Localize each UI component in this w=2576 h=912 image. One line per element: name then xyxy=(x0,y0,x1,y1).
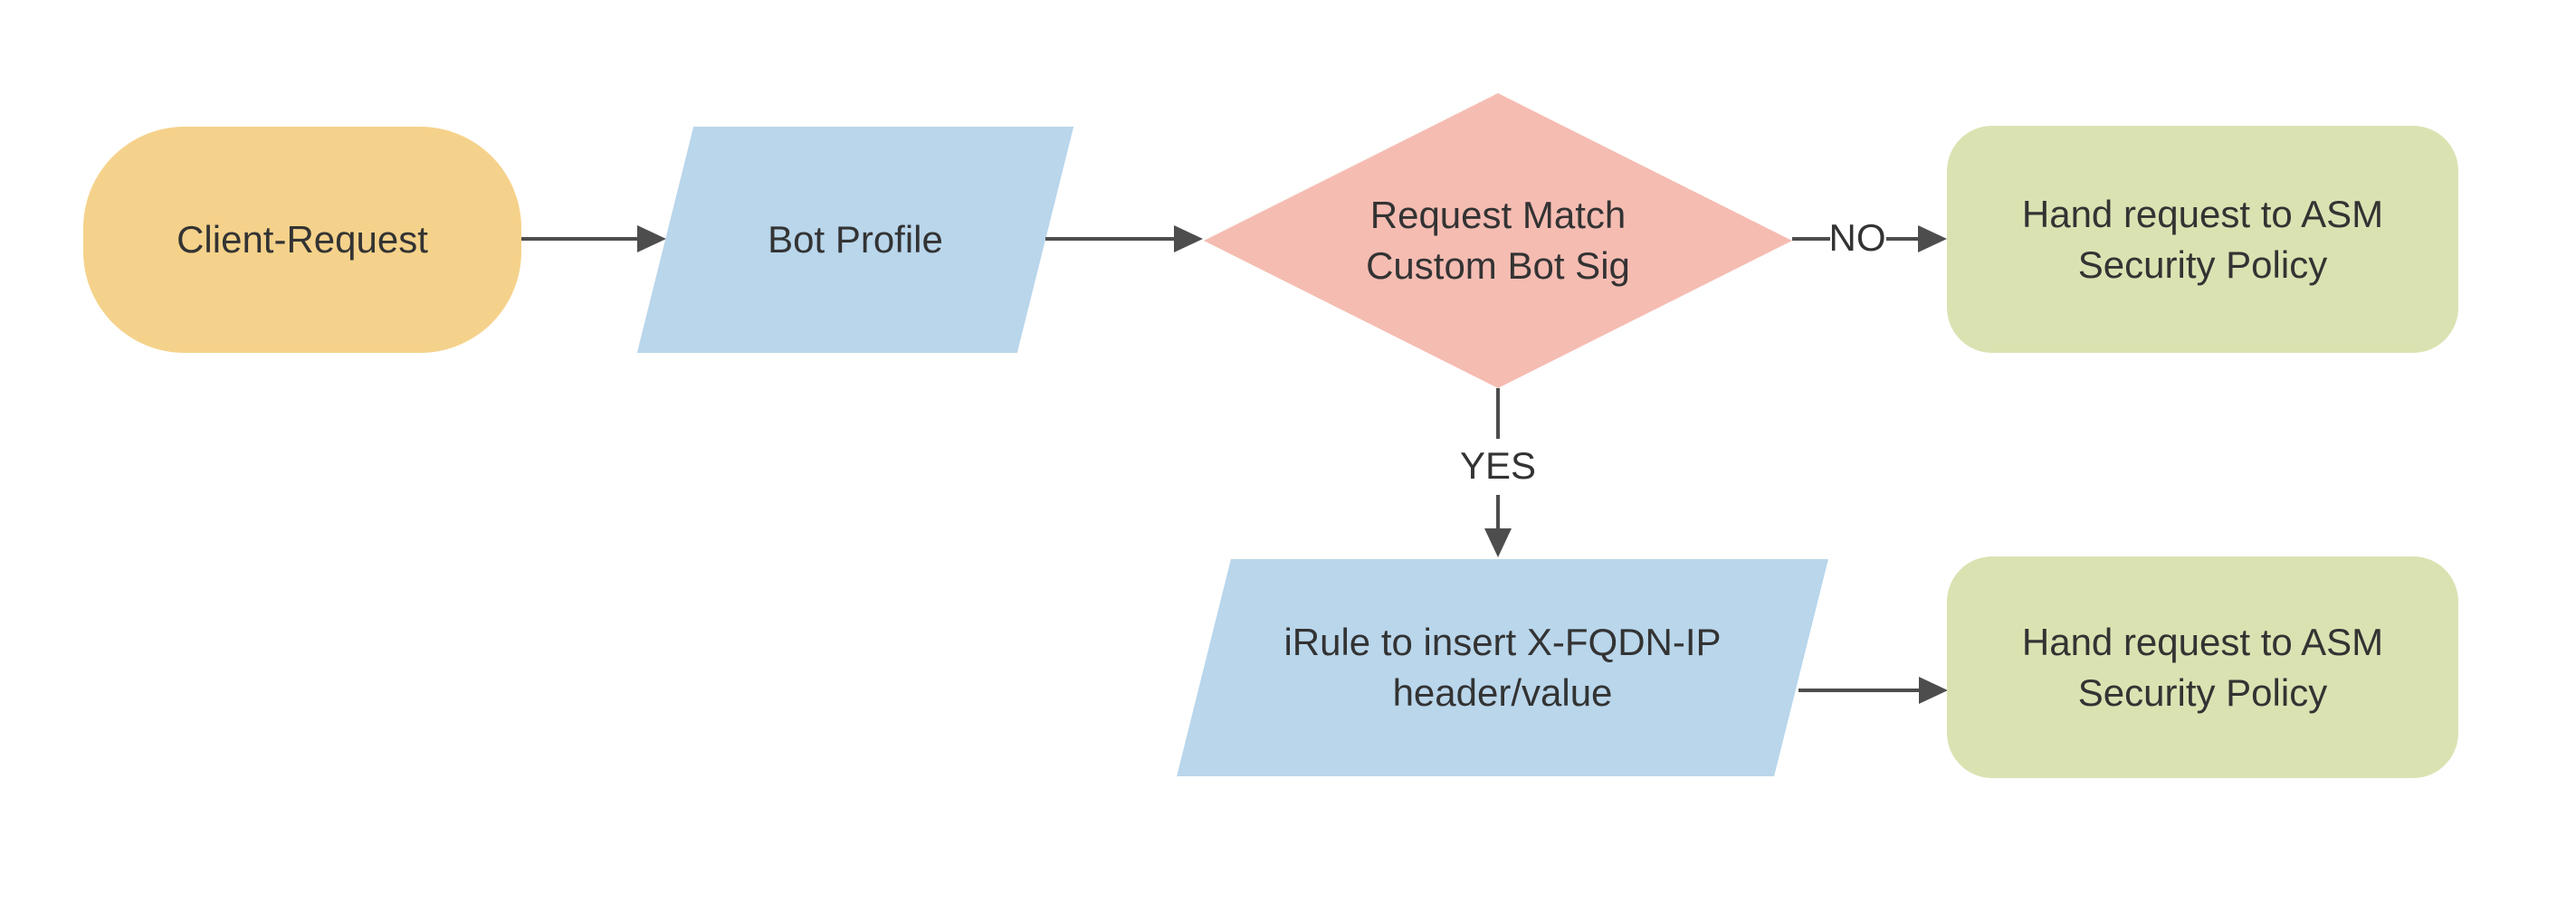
node-client-request: Client-Request xyxy=(83,127,521,353)
edge-no-label: NO xyxy=(1828,216,1886,259)
edge-yes-label: YES xyxy=(1459,444,1537,487)
edge-no-line-segment xyxy=(1792,237,1830,241)
node-asm-security-policy-yes: Hand request to ASM Security Policy xyxy=(1947,556,2458,778)
arrowhead-down-icon xyxy=(1484,528,1512,557)
arrowhead-right-icon xyxy=(1174,225,1203,252)
arrowhead-right-icon xyxy=(1918,225,1947,252)
node-decision-request-match: Request Match Custom Bot Sig xyxy=(1204,93,1792,388)
edge-yes-line-segment xyxy=(1496,495,1500,528)
edge-no-line-segment xyxy=(1886,237,1918,241)
node-bot-profile: Bot Profile xyxy=(636,127,1074,353)
node-irule-insert-header: iRule to insert X-FQDN-IP header/value xyxy=(1177,559,1828,776)
arrowhead-right-icon xyxy=(1919,677,1948,704)
node-decision-label: Request Match Custom Bot Sig xyxy=(1366,194,1630,287)
node-asm-yes-label: Hand request to ASM Security Policy xyxy=(2021,620,2384,714)
node-irule-label: iRule to insert X-FQDN-IP header/value xyxy=(1283,621,1722,714)
edge-client-to-botprofile-line xyxy=(521,237,637,241)
node-asm-security-policy-no: Hand request to ASM Security Policy xyxy=(1947,126,2458,353)
node-bot-profile-label: Bot Profile xyxy=(768,218,943,261)
edge-yes-line-segment xyxy=(1496,388,1500,439)
arrowhead-right-icon xyxy=(637,225,666,252)
node-asm-no-label: Hand request to ASM Security Policy xyxy=(2021,192,2384,286)
node-client-request-label: Client-Request xyxy=(177,218,428,261)
edge-botprofile-to-decision-line xyxy=(1045,237,1174,241)
edge-irule-to-asm-line xyxy=(1798,689,1919,692)
